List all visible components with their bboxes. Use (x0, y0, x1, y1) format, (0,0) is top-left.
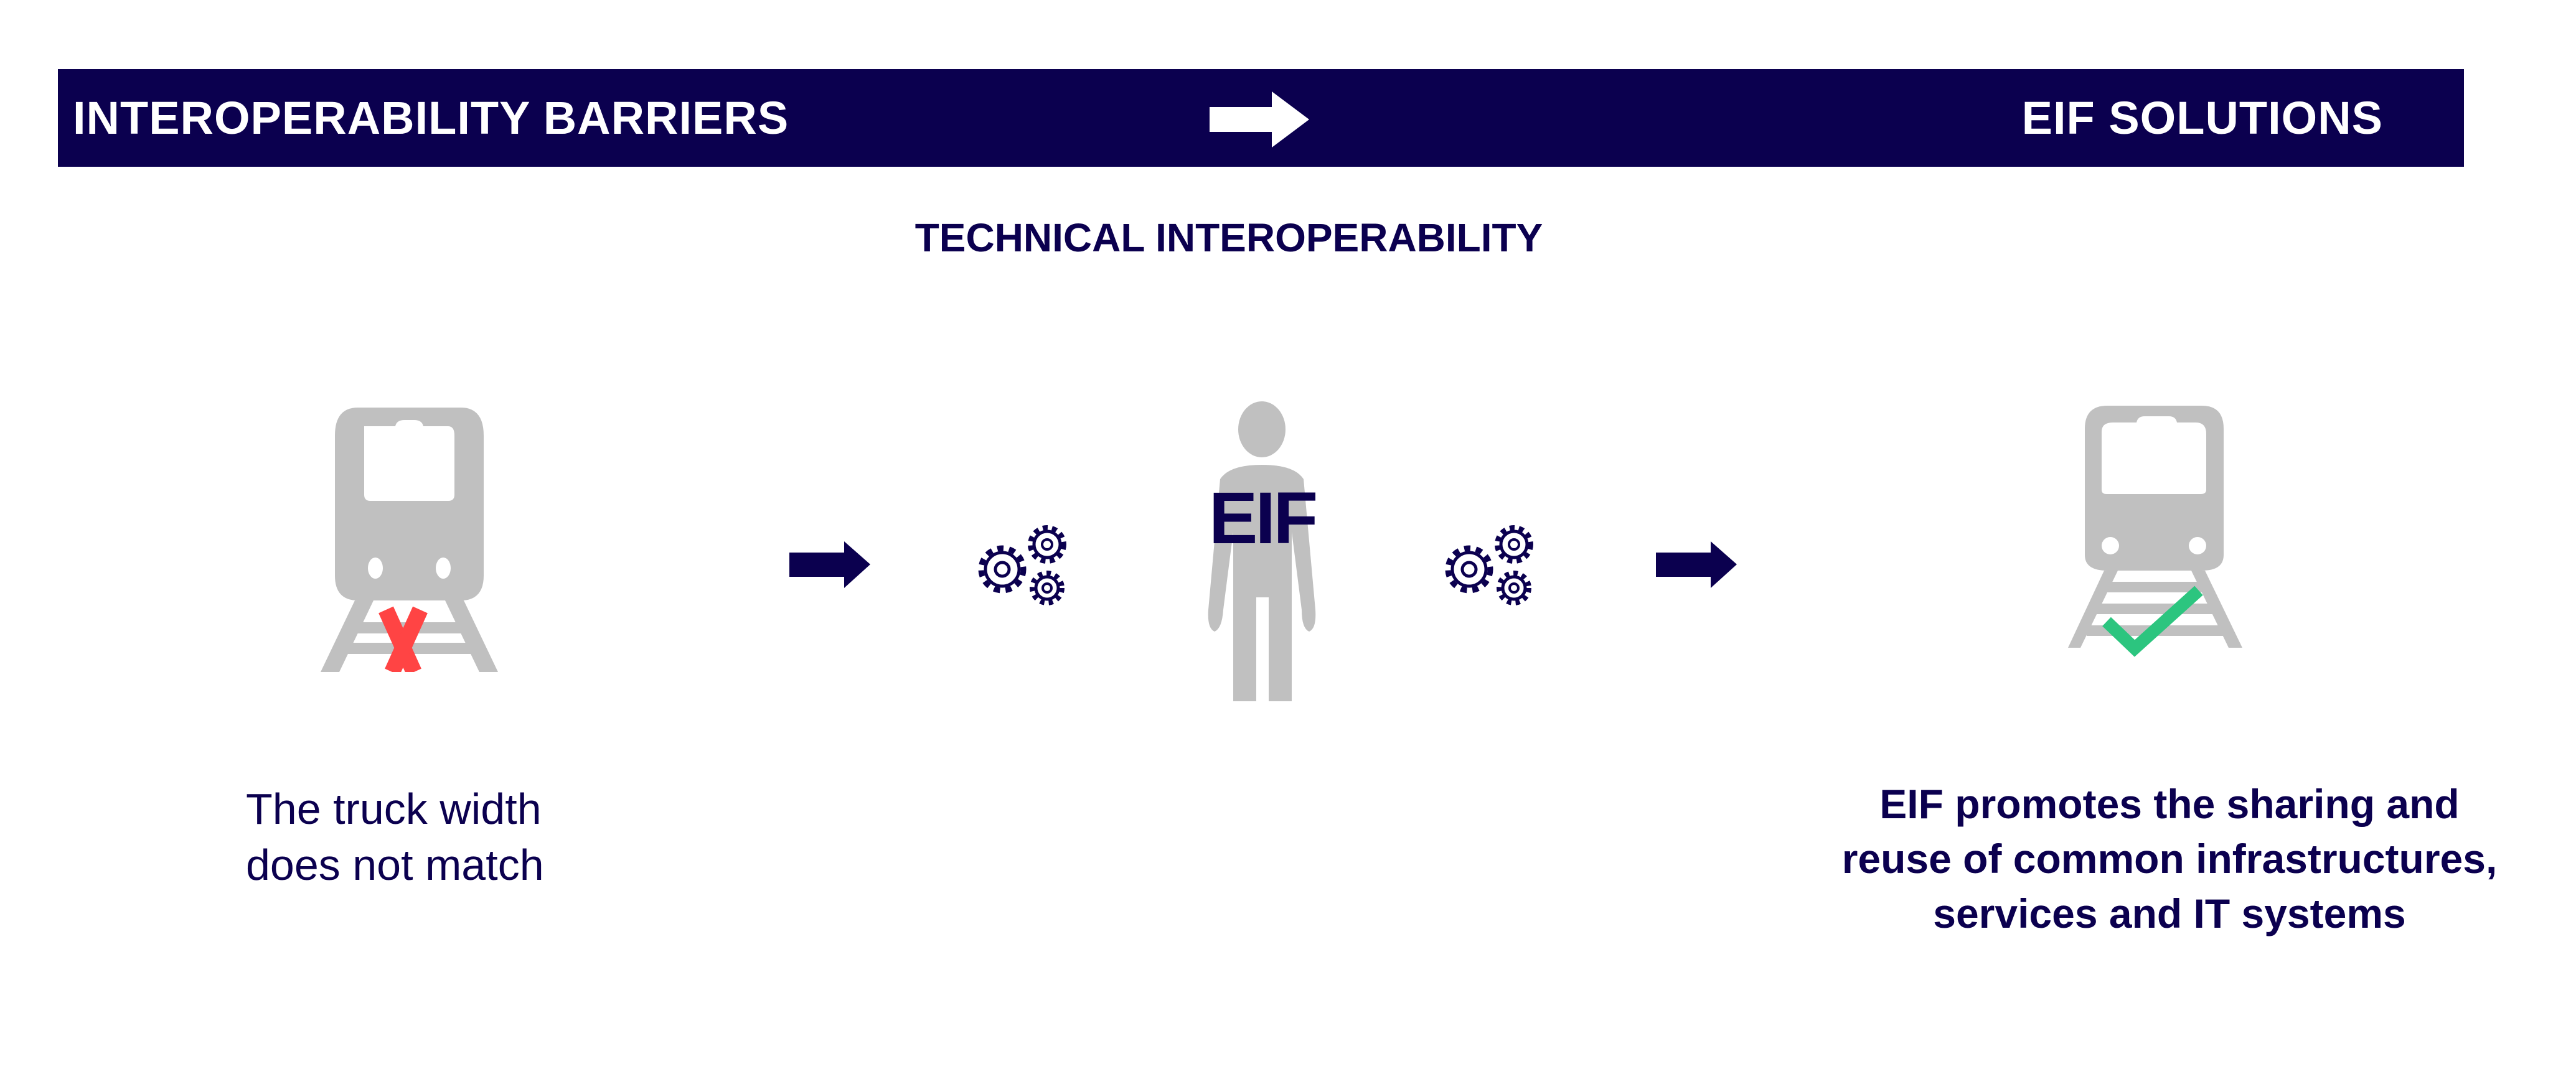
train-icon (2068, 406, 2242, 657)
eif-chest-label: EIF (1208, 477, 1319, 559)
green-check-icon (2102, 586, 2203, 657)
train-icon (321, 408, 498, 672)
barrier-caption-line: The truck width (246, 785, 542, 833)
eif-person-icon: EIF (1186, 401, 1338, 701)
person-silhouette-icon (1208, 401, 1316, 701)
right-arrow-icon (1210, 91, 1309, 147)
section-title: TECHNICAL INTEROPERABILITY (0, 215, 2576, 261)
barrier-caption-line: does not match (246, 841, 544, 889)
red-x-icon (378, 606, 428, 672)
barrier-caption: The truck width does not match (246, 781, 544, 893)
gears-icon (1445, 525, 1533, 605)
solution-caption-line: reuse of common infrastructures, (1841, 836, 2498, 882)
solution-caption-line: services and IT systems (1933, 890, 2406, 936)
header-bar: INTEROPERABILITY BARRIERS EIF SOLUTIONS (58, 69, 2464, 167)
solution-caption-line: EIF promotes the sharing and (1879, 781, 2460, 827)
right-arrow-icon (1656, 541, 1737, 588)
barriers-heading: INTEROPERABILITY BARRIERS (73, 92, 789, 144)
solutions-heading: EIF SOLUTIONS (2021, 92, 2383, 144)
gears-icon (978, 525, 1066, 605)
right-arrow-icon (789, 541, 870, 588)
section-title-text: TECHNICAL INTEROPERABILITY (914, 215, 1543, 260)
solution-caption: EIF promotes the sharing and reuse of co… (1731, 777, 2576, 941)
